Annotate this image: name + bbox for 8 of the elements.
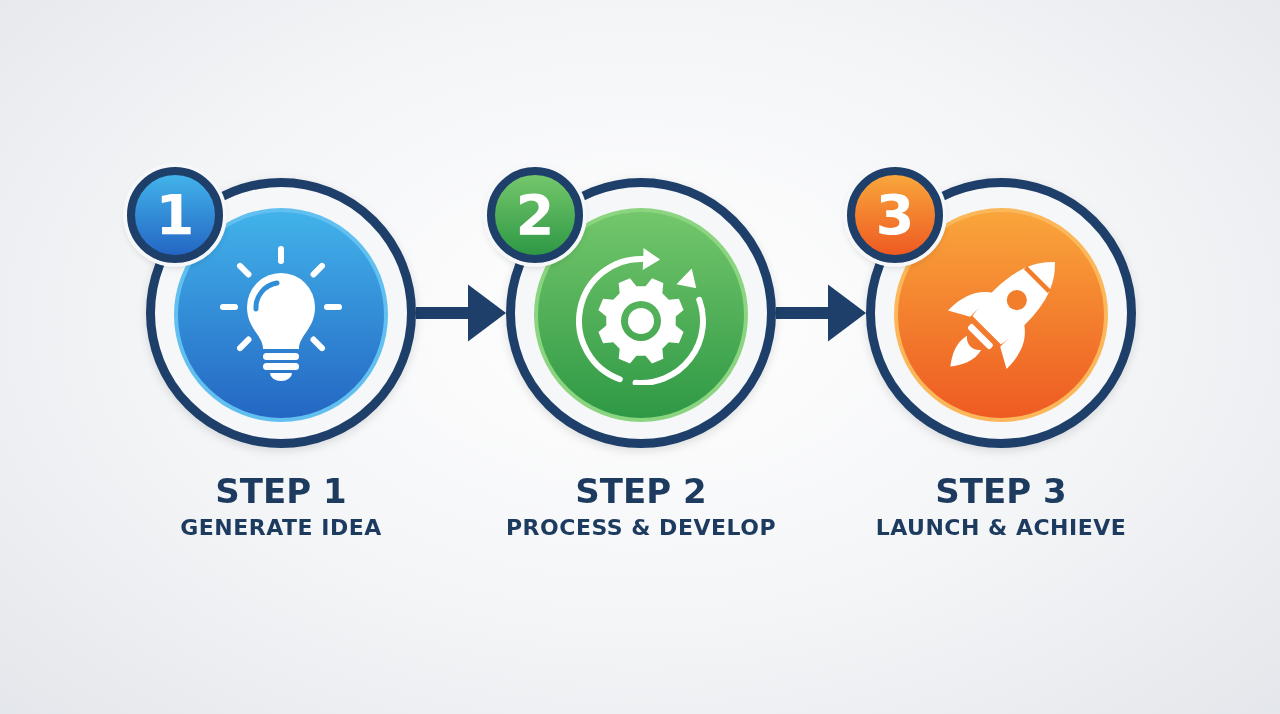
step-description: GENERATE IDEA bbox=[180, 517, 382, 539]
step-title: STEP 1 bbox=[215, 474, 347, 508]
step-title: STEP 2 bbox=[575, 474, 707, 508]
arrow bbox=[776, 284, 866, 342]
step-description: LAUNCH & ACHIEVE bbox=[875, 517, 1127, 539]
step-title: STEP 3 bbox=[935, 474, 1067, 508]
step-description: PROCESS & DEVELOP bbox=[505, 517, 777, 539]
arrow bbox=[416, 284, 506, 342]
